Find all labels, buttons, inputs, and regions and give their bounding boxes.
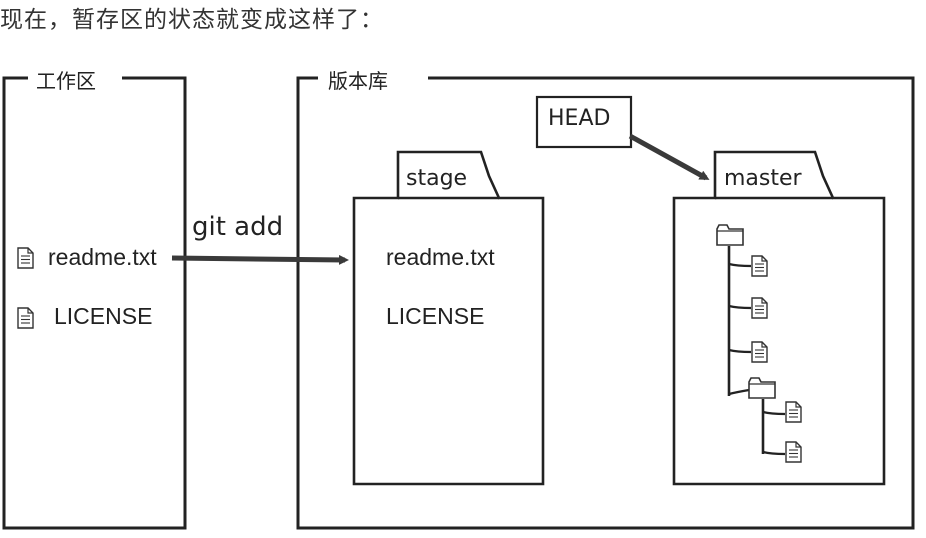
- workspace-frame: [2, 76, 187, 530]
- file-icon: [17, 247, 34, 269]
- master-tab-label: master: [724, 166, 802, 191]
- git-add-arrow: [171, 254, 349, 265]
- file-icon: [785, 401, 802, 423]
- stage-file-readme: readme.txt: [386, 244, 495, 270]
- file-icon: [751, 255, 768, 277]
- head-box: [535, 95, 633, 149]
- file-icon: [751, 341, 768, 363]
- repository-frame: [296, 76, 915, 530]
- workspace-file-readme: readme.txt: [48, 244, 157, 270]
- stage-tab-label: stage: [406, 166, 468, 191]
- stage-file-license: LICENSE: [386, 303, 485, 329]
- head-label: HEAD: [548, 106, 611, 131]
- workspace-file-license: LICENSE: [54, 303, 153, 329]
- repository-title: 版本库: [322, 65, 394, 94]
- git-add-label: git add: [192, 212, 284, 242]
- workspace-title: 工作区: [30, 65, 102, 94]
- page-heading: 现在，暂存区的状态就变成这样了：: [0, 7, 384, 33]
- master-box: [672, 150, 886, 486]
- stage-box: [352, 150, 545, 486]
- file-icon: [17, 307, 34, 329]
- file-icon: [785, 441, 802, 463]
- head-to-master-arrow: [628, 133, 710, 181]
- file-icon: [751, 297, 768, 319]
